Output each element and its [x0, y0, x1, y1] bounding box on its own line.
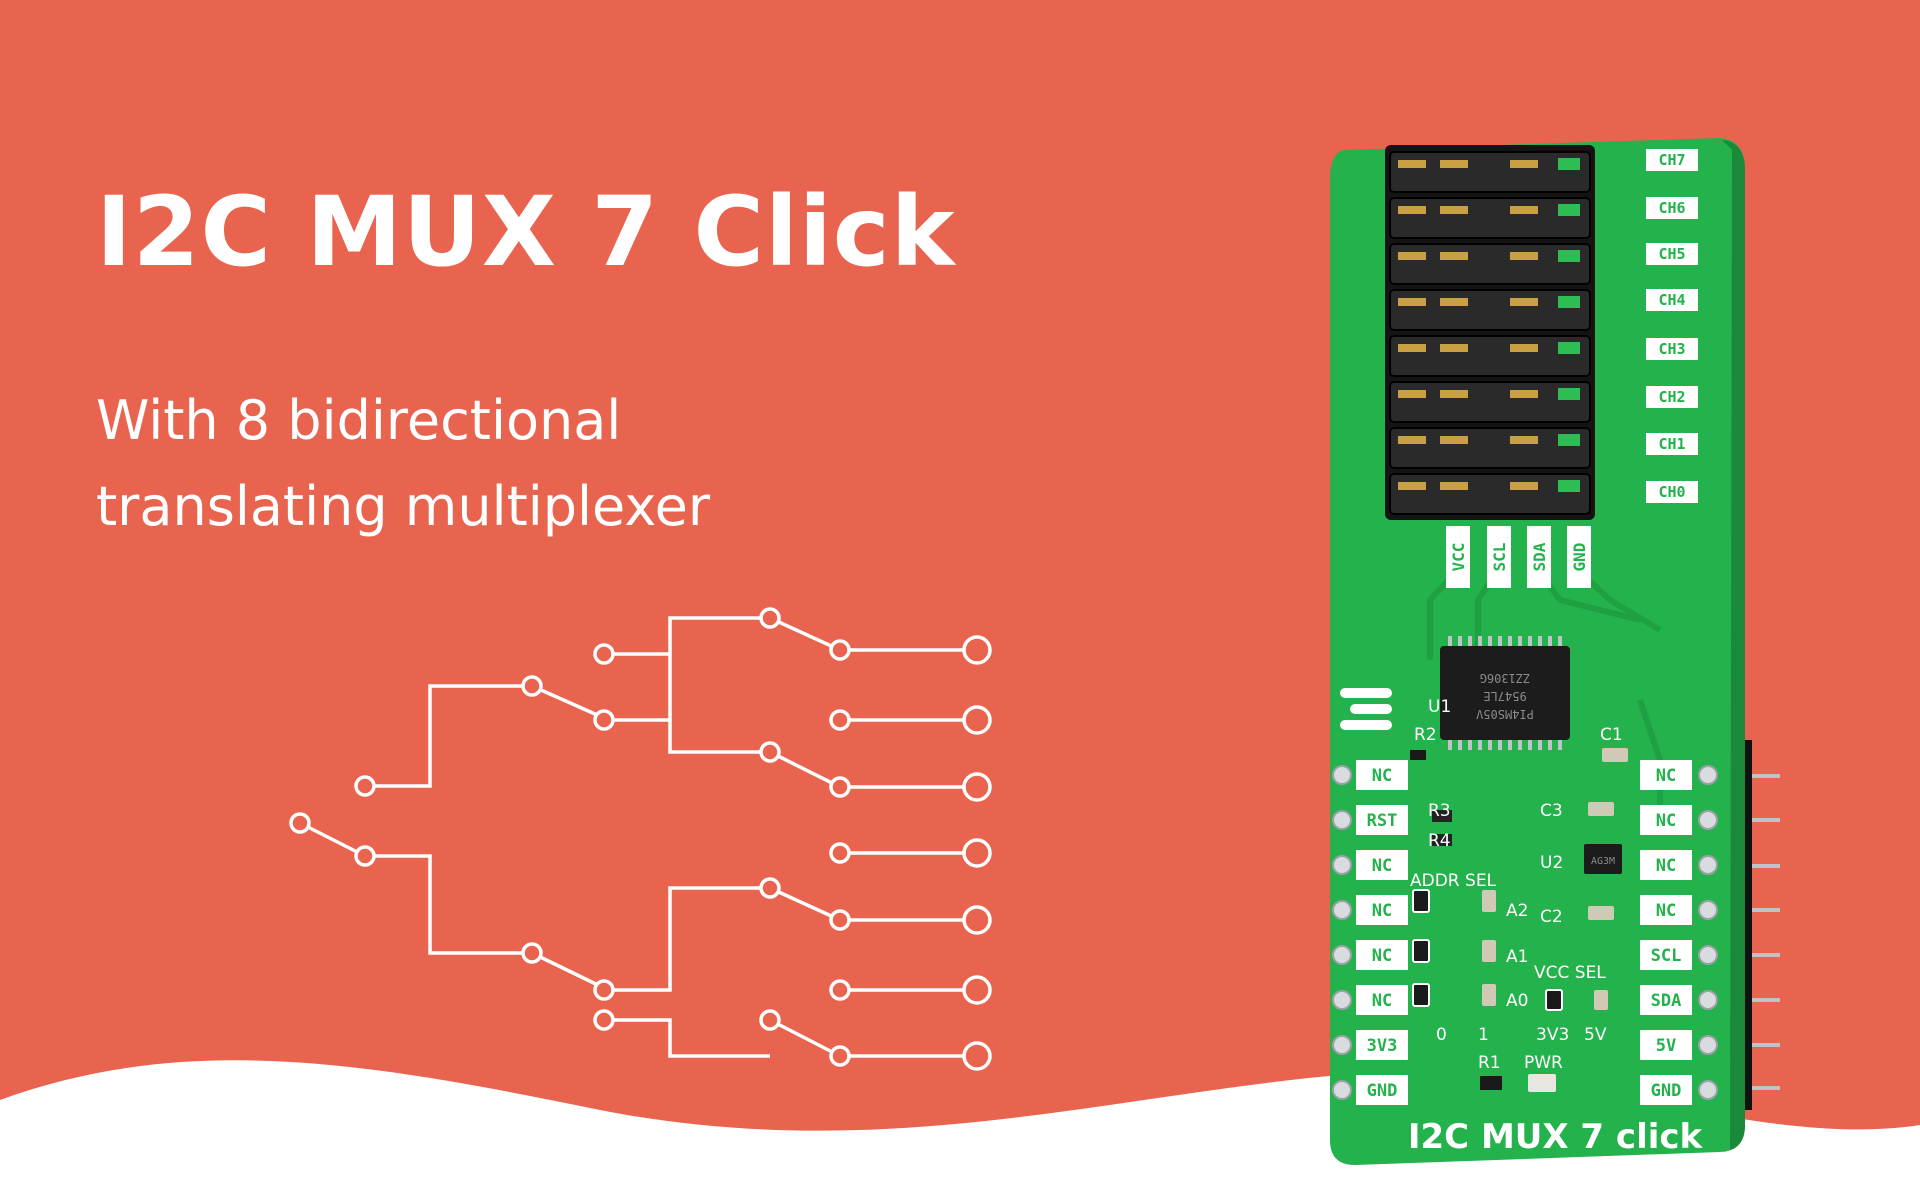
board-name: I2C MUX 7 click — [1408, 1117, 1704, 1157]
svg-text:A2: A2 — [1506, 901, 1528, 921]
svg-text:PI4MS05V: PI4MS05V — [1476, 707, 1534, 721]
left-pin-labels: NC RST NC NC NC NC 3V3 GND — [1332, 760, 1408, 1105]
mux-wiring — [365, 616, 977, 1058]
svg-text:NC: NC — [1372, 766, 1392, 786]
svg-text:5V: 5V — [1656, 1036, 1676, 1056]
svg-text:0: 0 — [1436, 1025, 1447, 1045]
svg-text:R4: R4 — [1428, 831, 1451, 851]
svg-text:NC: NC — [1372, 856, 1392, 876]
svg-text:ADDR SEL: ADDR SEL — [1410, 871, 1497, 891]
click-board-photo: CH7 CH6 CH5 CH4 CH3 CH2 CH1 CH0 VCC SCL … — [1330, 138, 1780, 1165]
svg-text:3V3: 3V3 — [1367, 1036, 1398, 1056]
svg-text:R1: R1 — [1478, 1053, 1501, 1073]
svg-text:VCC: VCC — [1449, 543, 1468, 572]
chip-u1: PI4MS05V 9547LE ZZ1306G — [1440, 636, 1570, 750]
svg-text:GND: GND — [1570, 543, 1589, 572]
svg-text:CH7: CH7 — [1658, 151, 1685, 169]
svg-text:SDA: SDA — [1651, 991, 1682, 1011]
svg-text:CH5: CH5 — [1658, 245, 1685, 263]
svg-text:SCL: SCL — [1490, 543, 1509, 572]
svg-text:C3: C3 — [1540, 801, 1563, 821]
subtitle-line-2: translating multiplexer — [96, 475, 711, 538]
svg-text:NC: NC — [1656, 766, 1676, 786]
svg-text:5V: 5V — [1584, 1025, 1607, 1045]
mux-switch-blades — [299, 616, 841, 1058]
svg-text:AG3M: AG3M — [1591, 856, 1615, 867]
svg-text:U1: U1 — [1428, 697, 1451, 717]
svg-text:A1: A1 — [1506, 947, 1528, 967]
svg-text:C1: C1 — [1600, 725, 1623, 745]
svg-text:RST: RST — [1367, 811, 1398, 831]
svg-text:3V3: 3V3 — [1536, 1025, 1569, 1045]
component-labels: U1 R2 C1 R3 R4 C3 U2 C2 ADDR SEL A2 A1 A… — [1410, 697, 1623, 1073]
svg-text:ZZ1306G: ZZ1306G — [1480, 671, 1531, 685]
svg-text:NC: NC — [1656, 856, 1676, 876]
svg-text:NC: NC — [1372, 946, 1392, 966]
mikroe-logo — [1340, 688, 1392, 730]
svg-text:C2: C2 — [1540, 907, 1563, 927]
right-pin-labels: NC NC NC NC SCL SDA 5V GND — [1640, 760, 1718, 1105]
svg-text:U2: U2 — [1540, 853, 1563, 873]
svg-text:GND: GND — [1367, 1081, 1398, 1101]
svg-text:1: 1 — [1478, 1025, 1489, 1045]
svg-text:CH2: CH2 — [1658, 388, 1685, 406]
svg-text:CH4: CH4 — [1658, 291, 1685, 309]
page-subtitle: With 8 bidirectional translating multipl… — [96, 378, 710, 550]
svg-text:CH1: CH1 — [1658, 435, 1685, 453]
svg-text:NC: NC — [1372, 991, 1392, 1011]
svg-text:A0: A0 — [1506, 991, 1528, 1011]
channel-jumper-block — [1385, 145, 1595, 520]
subtitle-line-1: With 8 bidirectional — [96, 389, 622, 452]
svg-text:SDA: SDA — [1530, 542, 1549, 571]
svg-text:R3: R3 — [1428, 801, 1451, 821]
svg-text:VCC SEL: VCC SEL — [1534, 963, 1606, 983]
svg-text:9547LE: 9547LE — [1483, 689, 1526, 703]
svg-text:NC: NC — [1372, 901, 1392, 921]
svg-text:GND: GND — [1651, 1081, 1682, 1101]
svg-text:NC: NC — [1656, 811, 1676, 831]
multiplexer-tree-diagram — [289, 607, 992, 1071]
svg-text:CH3: CH3 — [1658, 340, 1685, 358]
header-labels: VCC SCL SDA GND — [1446, 526, 1591, 588]
svg-text:SCL: SCL — [1651, 946, 1682, 966]
svg-text:PWR: PWR — [1524, 1053, 1563, 1073]
svg-text:CH0: CH0 — [1658, 483, 1685, 501]
svg-text:NC: NC — [1656, 901, 1676, 921]
svg-text:CH6: CH6 — [1658, 199, 1685, 217]
chip-u2: AG3M — [1584, 844, 1622, 874]
svg-text:R2: R2 — [1414, 725, 1437, 745]
page-title: I2C MUX 7 Click — [96, 176, 956, 288]
channel-labels: CH7 CH6 CH5 CH4 CH3 CH2 CH1 CH0 — [1646, 149, 1698, 503]
